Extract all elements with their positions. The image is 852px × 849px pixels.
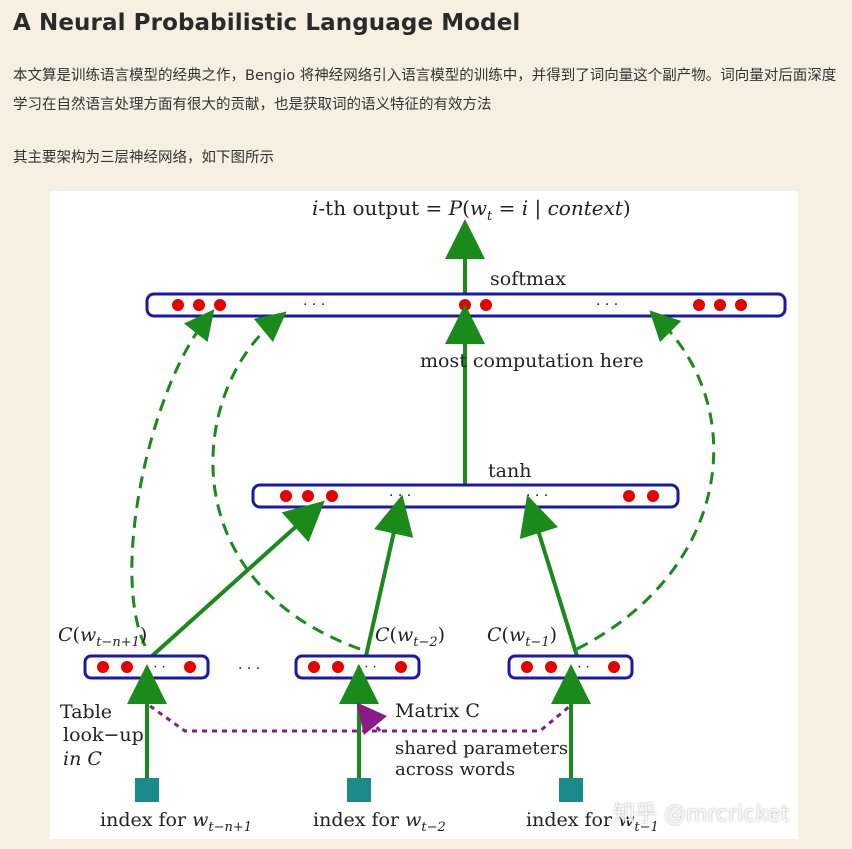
index-label-1: index for wt−n+1	[100, 809, 252, 835]
tanh-label: tanh	[488, 460, 531, 482]
index-label-3: index for wt−1	[526, 809, 659, 835]
computation-label: most computation here	[420, 350, 644, 372]
matrix-c-label: Matrix C	[395, 700, 480, 722]
zhihu-watermark: 知乎 @mrcricket	[613, 802, 790, 827]
direct-connections	[130, 309, 716, 651]
intro-paragraph: 本文算是训练语言模型的经典之作，Bengio 将神经网络引入语言模型的训练中，并…	[13, 68, 837, 113]
tanh-ellipsis-left: · · ·	[389, 488, 411, 504]
matrix-link-center	[356, 702, 388, 736]
tanh-ellipsis-right: · · ·	[526, 488, 548, 504]
word-vector-nodes	[97, 661, 620, 673]
softmax-ellipsis-right: · · ·	[596, 297, 618, 313]
word-vector-ellipsis-2: · · ·	[356, 660, 377, 675]
tanh-layer	[251, 483, 680, 509]
word-vector-label-3: C(wt−1)	[487, 624, 557, 650]
word-to-tanh-arrows	[150, 494, 579, 658]
softmax-ellipsis-left: · · ·	[303, 297, 325, 313]
index-boxes	[135, 778, 583, 802]
nplm-architecture-figure: i-th output = P(wt = i | context) softma…	[50, 191, 798, 839]
shared-params-line-2: across words	[395, 759, 515, 780]
table-lookup-line-2: look−up	[63, 724, 144, 746]
tanh-nodes	[280, 490, 659, 502]
between-vectors-ellipsis: · · ·	[238, 661, 260, 677]
table-lookup-line-3: in C	[63, 748, 102, 770]
architecture-diagram: i-th output = P(wt = i | context) softma…	[58, 196, 787, 835]
index-label-2: index for wt−2	[313, 809, 446, 835]
table-lookup-line-1: Table	[60, 701, 112, 723]
word-vector-label-2: C(wt−2)	[375, 624, 445, 650]
softmax-label: softmax	[490, 268, 566, 290]
output-label: i-th output = P(wt = i | context)	[312, 196, 631, 224]
shared-params-line-1: shared parameters	[395, 738, 568, 759]
word-vector-label-1: C(wt−n+1)	[58, 624, 147, 650]
architecture-note: 其主要架构为三层神经网络，如下图所示	[13, 150, 274, 166]
word-vector-ellipsis-3: · · ·	[569, 660, 590, 675]
article-title: A Neural Probabilistic Language Model	[13, 10, 521, 36]
word-vector-ellipsis-1: · · ·	[145, 660, 166, 675]
